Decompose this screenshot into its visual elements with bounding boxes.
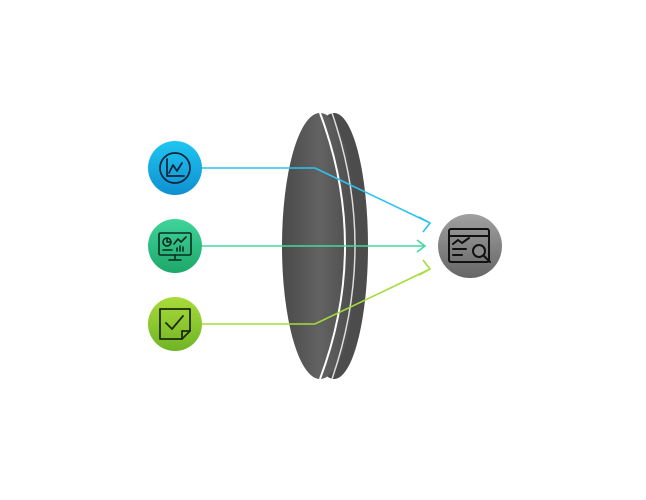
web-search-analytics-icon	[448, 228, 491, 263]
arrow-head-3	[418, 259, 432, 276]
line-chart-icon	[159, 152, 191, 184]
output-node	[438, 214, 502, 278]
dashboard-monitor-icon	[158, 232, 192, 261]
input-node-analytics	[148, 141, 202, 195]
checklist-note-icon	[159, 308, 191, 340]
input-node-checklist	[148, 297, 202, 351]
input-node-2-circle	[148, 219, 202, 273]
connector-lines	[202, 167, 432, 325]
output-node-circle	[438, 214, 502, 278]
input-node-dashboard	[148, 219, 202, 273]
connector-line-1	[202, 167, 429, 223]
input-node-3-circle	[148, 297, 202, 351]
connector-line-3	[202, 269, 429, 325]
arrow-head-1	[418, 216, 432, 233]
arrow-head-2	[416, 239, 427, 253]
